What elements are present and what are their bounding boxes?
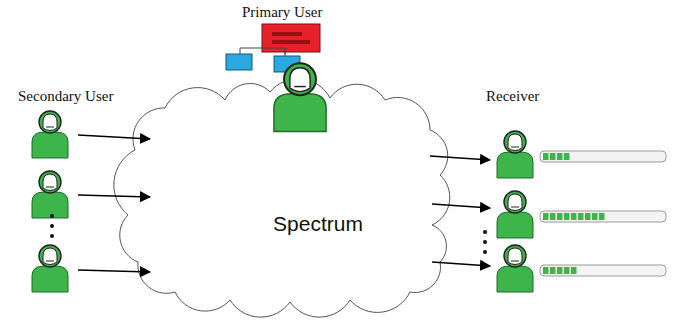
spectrum-cloud: [114, 79, 450, 317]
signal-segment: [564, 213, 570, 220]
signal-segment: [564, 153, 570, 160]
group-label: Primary User: [242, 4, 322, 21]
ellipsis-dot: [50, 234, 54, 238]
signal-segment: [571, 213, 577, 220]
signal-segment: [557, 153, 563, 160]
spectrum-region: Spectrum: [265, 208, 371, 240]
ellipsis-dot: [483, 230, 487, 234]
secondary-user-icon: [32, 111, 68, 158]
ellipsis-dot: [50, 214, 54, 218]
arrow: [78, 195, 150, 197]
signal-segment: [543, 213, 549, 220]
ellipsis-dot: [50, 224, 54, 228]
group-label: Secondary User: [18, 88, 113, 105]
ellipsis-dot: [483, 250, 487, 254]
arrow: [430, 156, 490, 160]
signal-bar: [540, 211, 666, 222]
signal-bar: [540, 265, 666, 276]
signal-segment: [564, 267, 570, 274]
signal-segment: [557, 267, 563, 274]
signal-segment: [592, 213, 598, 220]
signal-segment: [550, 153, 556, 160]
arrow: [432, 204, 490, 208]
arrow: [78, 135, 150, 139]
receiver-icon: [497, 245, 533, 292]
receiver-icon: [497, 191, 533, 238]
signal-segment: [543, 267, 549, 274]
signal-segment: [599, 213, 605, 220]
group-label: Receiver: [486, 88, 539, 105]
ellipsis-dot: [483, 240, 487, 244]
signal-segment: [543, 153, 549, 160]
arrow: [432, 262, 490, 266]
monitor: [226, 54, 252, 70]
signal-segment: [550, 267, 556, 274]
signal-segment: [557, 213, 563, 220]
receiver-icon: [497, 131, 533, 178]
arrow: [78, 270, 150, 272]
primary-user-icon: [274, 63, 326, 131]
node-label: Spectrum: [273, 212, 363, 236]
secondary-user-icon: [32, 245, 68, 292]
signal-segment: [585, 213, 591, 220]
secondary-user-icon: [32, 171, 68, 218]
signal-bar: [540, 151, 666, 162]
signal-segment: [550, 213, 556, 220]
signal-segment: [571, 267, 577, 274]
signal-segment: [578, 213, 584, 220]
